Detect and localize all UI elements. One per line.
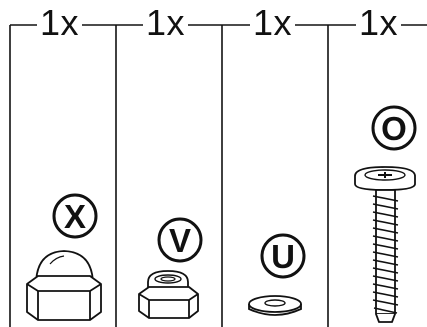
part-letter-o: O [381, 110, 407, 147]
quantity-label-x: 1x [37, 3, 83, 43]
quantity-label-o: 1x [356, 3, 402, 43]
label-circle-v: V [157, 217, 203, 263]
part-o-group: O [354, 105, 417, 323]
part-letter-u: U [271, 238, 295, 275]
part-u-group: U [248, 233, 306, 316]
label-circle-u: U [260, 233, 306, 279]
part-x-group: X [26, 193, 102, 321]
quantity-label-u: 1x [250, 3, 296, 43]
acorn-cap-nut-icon [26, 250, 102, 321]
part-letter-x: X [64, 198, 86, 235]
quantity-label-v: 1x [143, 3, 189, 43]
part-v-group: V [138, 217, 203, 319]
pan-head-screw-icon [354, 166, 416, 323]
part-letter-v: V [169, 222, 191, 259]
flat-washer-icon [248, 295, 302, 316]
nylon-lock-nut-icon [138, 270, 199, 319]
label-circle-x: X [52, 193, 98, 239]
label-circle-o: O [371, 105, 417, 151]
